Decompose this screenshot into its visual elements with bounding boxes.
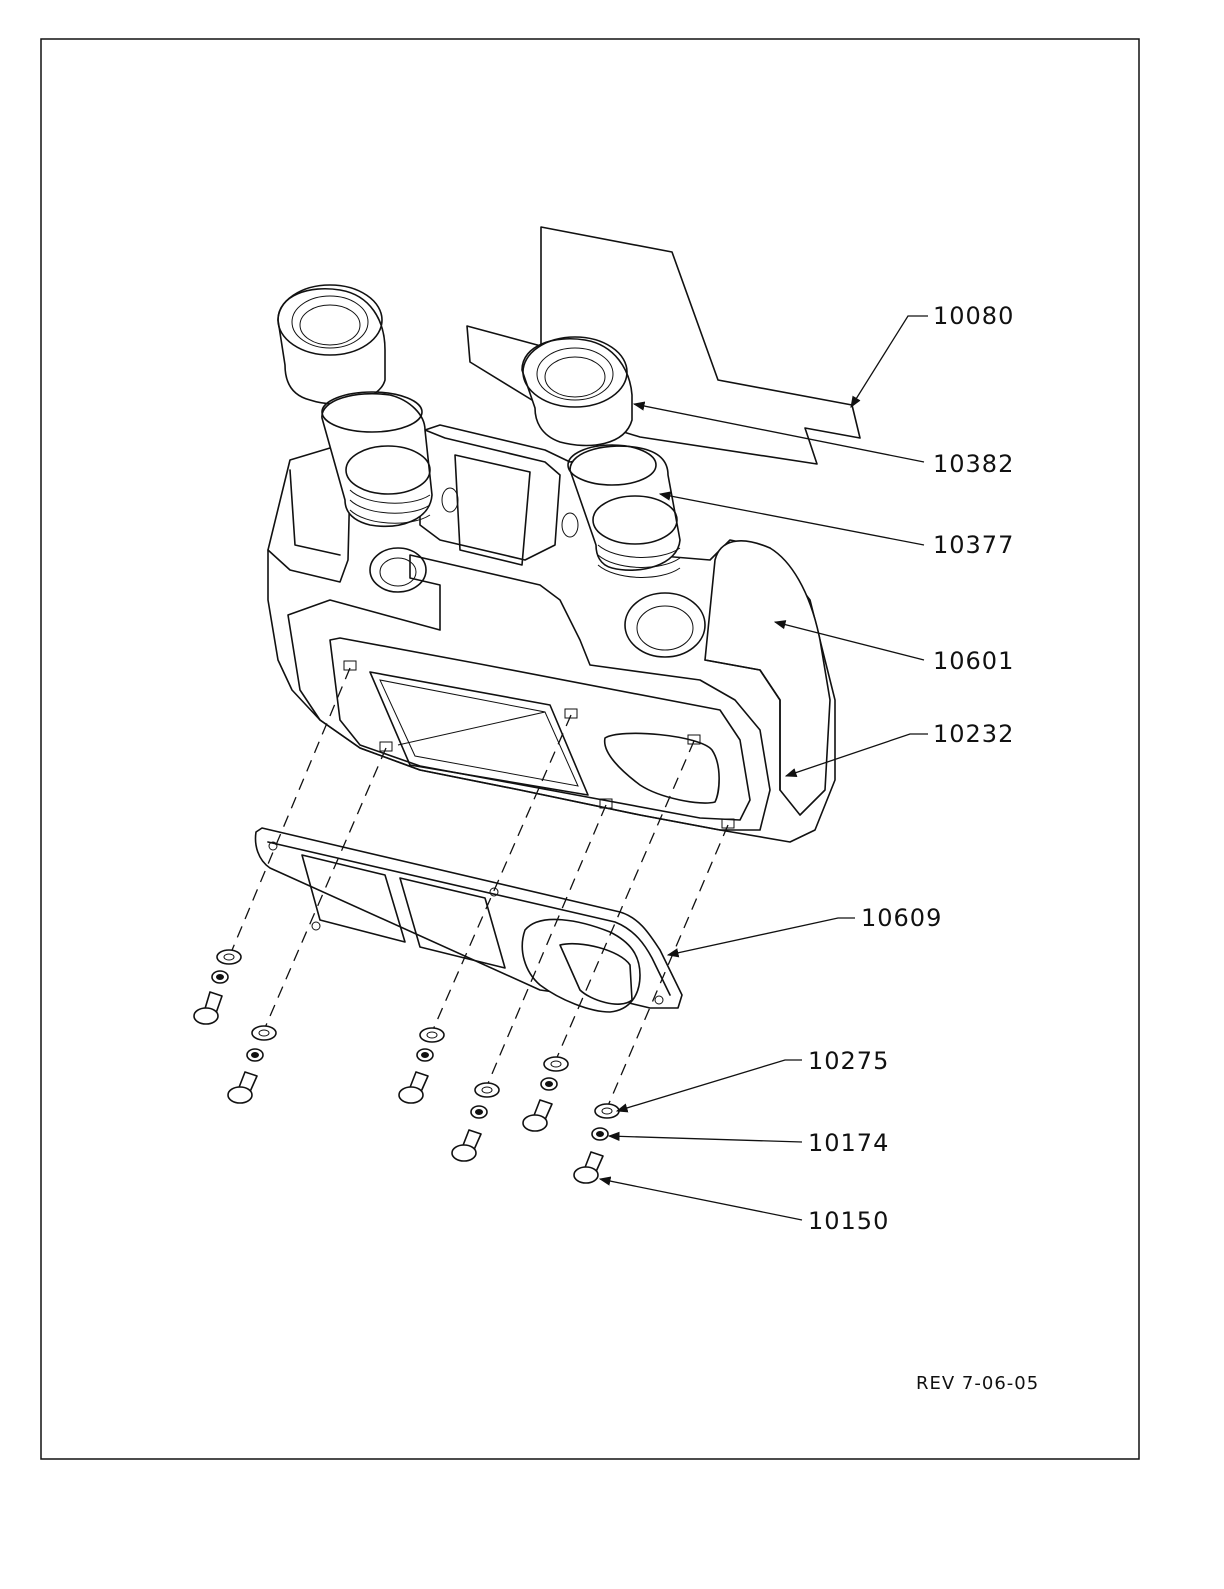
hardware-stack-3 — [399, 1028, 444, 1103]
callout-10232: 10232 — [933, 720, 1014, 748]
callout-10150: 10150 — [808, 1207, 889, 1235]
hardware-stack-1 — [194, 950, 241, 1024]
left-nut-part — [278, 285, 385, 404]
callout-labels: 10080 10382 10377 10601 10232 10609 1027… — [808, 302, 1014, 1235]
callout-10174: 10174 — [808, 1129, 889, 1157]
gasket-plate-part — [256, 828, 682, 1012]
callout-10609: 10609 — [861, 904, 942, 932]
callout-10601: 10601 — [933, 647, 1014, 675]
label-sheet-part — [467, 227, 860, 464]
hardware-stack-4 — [452, 1083, 499, 1161]
hardware-stack-6 — [574, 1104, 619, 1183]
hardware-stack-2 — [228, 1026, 276, 1103]
hardware-stack-5 — [523, 1057, 568, 1131]
revision-note: REV 7-06-05 — [916, 1373, 1039, 1394]
callout-10382: 10382 — [933, 450, 1014, 478]
callout-10080: 10080 — [933, 302, 1014, 330]
callout-10275: 10275 — [808, 1047, 889, 1075]
callout-10377: 10377 — [933, 531, 1014, 559]
